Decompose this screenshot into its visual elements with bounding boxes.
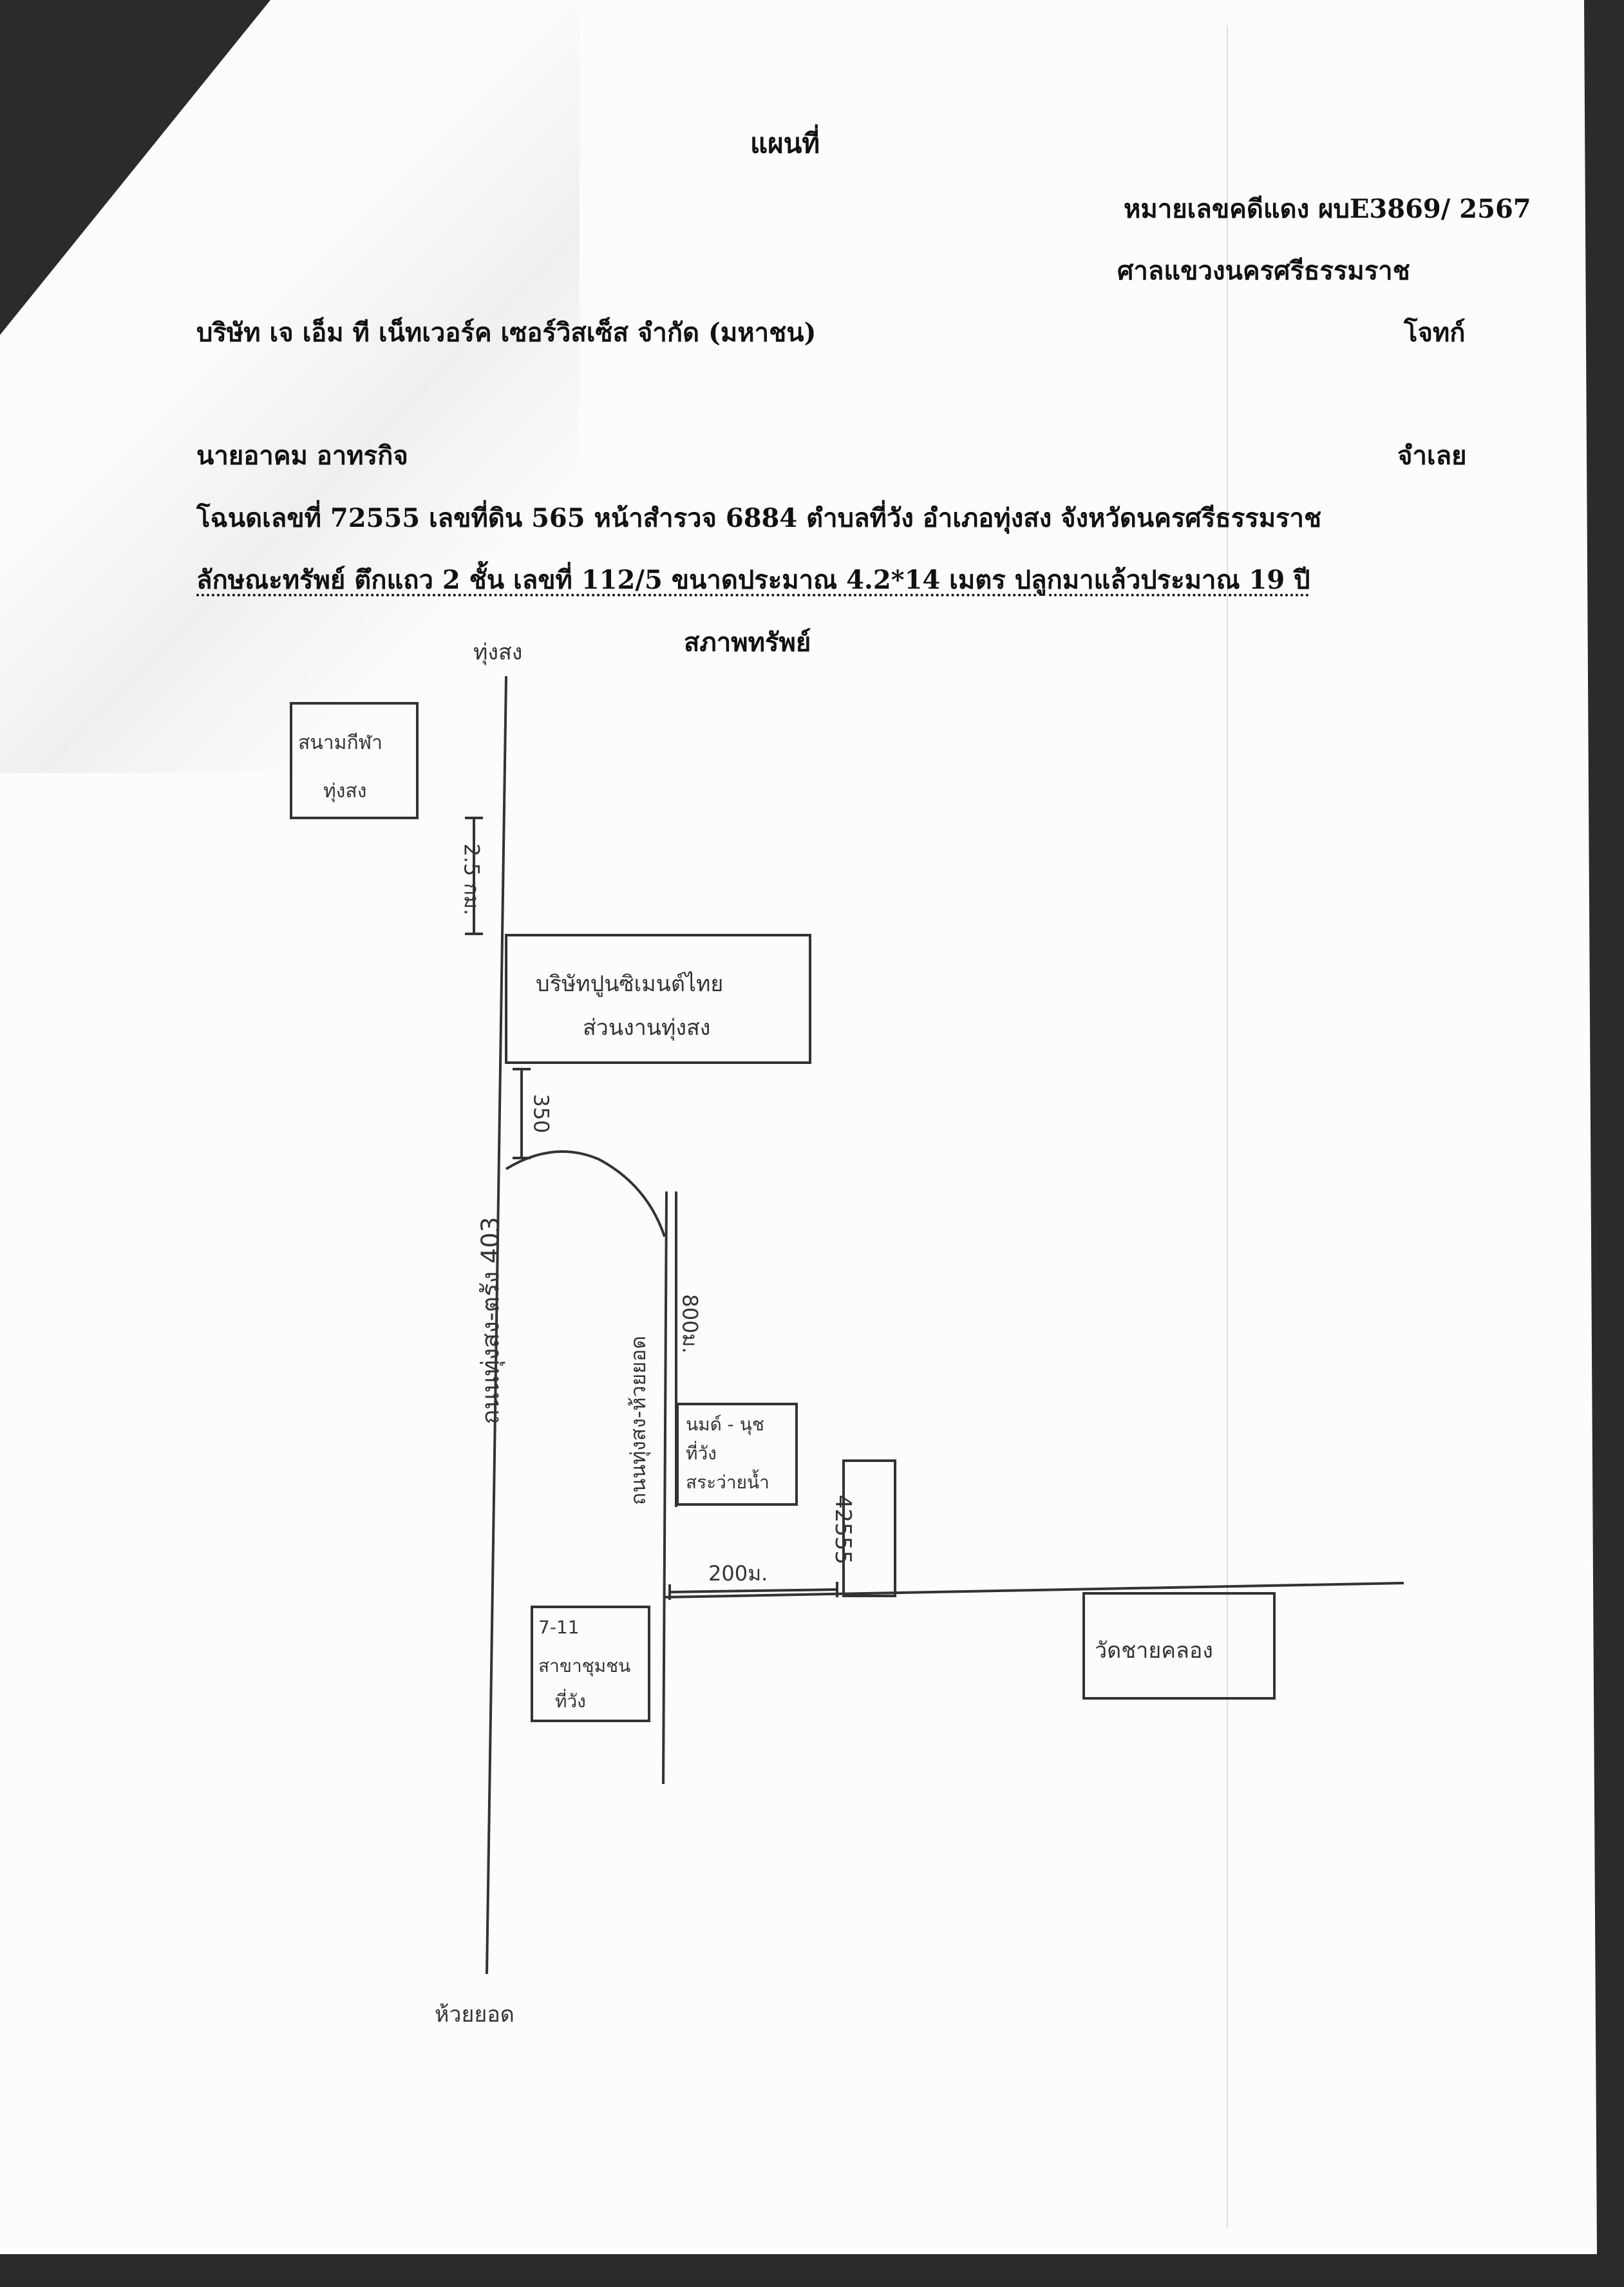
plaintiff-name: บริษัท เจ เอ็ม ที เน็ทเวอร์ค เซอร์วิสเซ็… [196,318,817,348]
condition-heading: สภาพทรัพย์ [684,627,811,658]
horizontal-road-line [663,1582,1404,1599]
school-label-line2: ที่วัง [686,1443,717,1464]
distance-800m: 800ม. [677,1294,703,1354]
paper-crease [1227,26,1228,2228]
paper-fold-shadow [0,0,580,773]
company-box [505,934,811,1064]
document-page [0,0,1597,2254]
company-label-line1: บริษัทปูนซิเมนต์ไทย [536,971,724,997]
property-label: 42555 [830,1494,856,1565]
stadium-box [290,702,419,819]
hand-drawn-map [290,676,1404,1975]
seven-eleven-label-line1: 7-11 [538,1617,580,1638]
stadium-label-line1: สนามกีฬา [298,732,382,754]
distance-350: 350 [529,1094,554,1134]
main-road-line [486,676,507,1975]
plaintiff-role: โจทก์ [1404,318,1466,348]
side-road-line [662,1191,668,1785]
seven-eleven-label-line2: สาขาชุมชน [538,1655,631,1676]
case-number: หมายเลขคดีแดง ผบE3869/ 2567 [1124,194,1531,224]
defendant-name: นายอาคม อาทรกิจ [196,441,408,471]
school-label-line3: สระว่ายน้ำ [686,1472,770,1493]
property-info: ลักษณะทรัพย์ ตึกแถว 2 ชั้น เลขที่ 112/5 … [196,565,1310,595]
south-label: ห้วยยอด [435,2002,515,2027]
seven-eleven-box [531,1606,650,1722]
temple-box [1082,1592,1276,1700]
distance-2-5km: 2.5 กม. [459,843,484,916]
defendant-role: จำเลย [1397,441,1467,471]
property-box [842,1459,896,1597]
court-name: ศาลแขวงนครศรีธรรมราช [1117,256,1410,286]
main-road-label: ถนนทุ่งสง-ตรัง 403 [476,1217,505,1425]
distance-200m: 200ม. [708,1561,768,1586]
deed-info: โฉนดเลขที่ 72555 เลขที่ดิน 565 หน้าสำรวจ… [196,503,1322,533]
stadium-label-line2: ทุ่งสง [323,780,367,802]
seven-eleven-label-line3: ที่วัง [555,1691,586,1712]
company-label-line2: ส่วนงานทุ่งสง [583,1015,711,1041]
school-label-line1: นมด์ - นุช [686,1414,764,1435]
side-road-label: ถนนทุ่งสง-ห้วยยอด [626,1335,651,1506]
road-curve [505,1150,666,1237]
document-title: แผนที่ [750,128,820,159]
temple-label: วัดชายคลอง [1095,1638,1213,1664]
north-label: ทุ่งสง [473,640,523,665]
